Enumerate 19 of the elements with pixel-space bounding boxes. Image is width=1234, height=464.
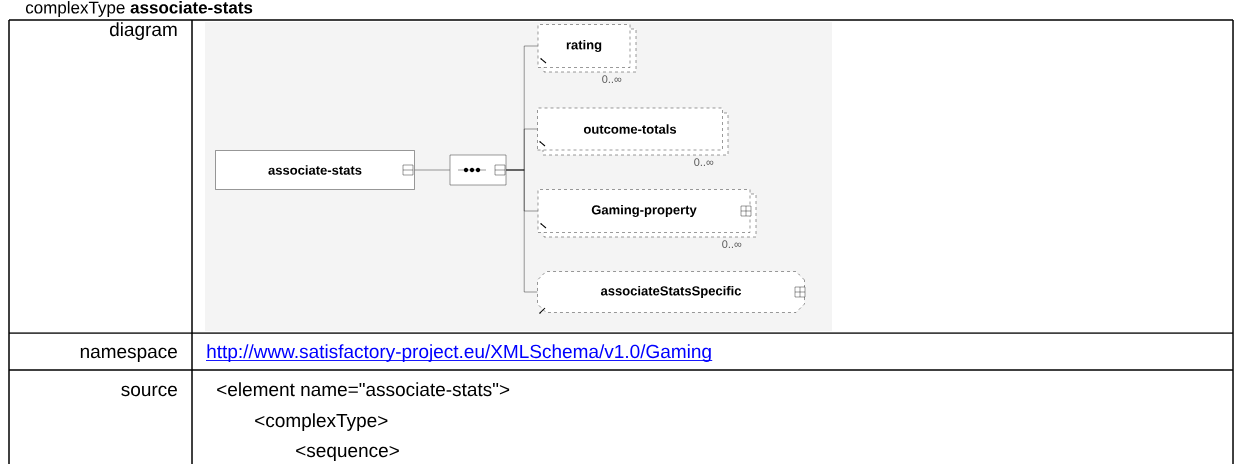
cardinality-label: 0..∞	[694, 158, 714, 166]
code-line: <element name="associate-stats">	[217, 382, 510, 397]
cardinality-label: 0..∞	[602, 75, 622, 83]
row-header: diagram	[109, 22, 177, 40]
group-box: associateStatsSpecific	[537, 271, 805, 313]
row-header: namespace	[80, 347, 177, 362]
cardinality-label: 0..∞	[722, 240, 742, 248]
element-box: associate-stats	[215, 150, 415, 190]
row-header: source	[121, 385, 177, 397]
element-box: outcome-totals	[537, 107, 729, 156]
element-box: rating	[537, 24, 637, 73]
code-line: <complexType>	[255, 413, 388, 431]
compositor-symbol	[449, 154, 507, 186]
element-box: Gaming-property	[537, 189, 757, 238]
heading: complexType associate-stats	[25, 1, 253, 17]
link: http://www.satisfactory-project.eu/XMLSchema/v1.0/Gaming	[205, 344, 713, 362]
code-line: <sequence>	[296, 445, 399, 461]
connector-line	[414, 169, 450, 171]
connector-line	[506, 169, 538, 293]
